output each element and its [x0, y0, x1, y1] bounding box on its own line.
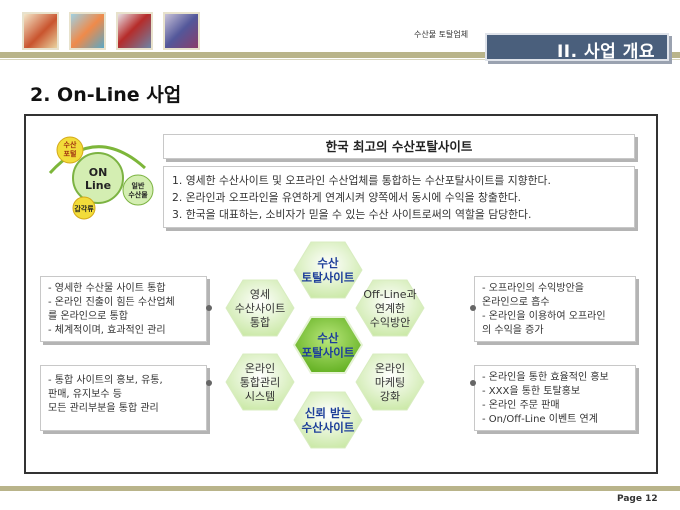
box-top-right-line-4: 의 수익을 증가	[482, 325, 544, 336]
hex-lower-right-label-1: 온라인	[375, 362, 405, 375]
hexagon-diagram: 영세수산사이트통합온라인통합관리시스템Off-Line과연계한수익방안온라인마케…	[206, 241, 476, 449]
connector-dot-bottom-right	[470, 380, 476, 386]
main-point-3: 3. 한국을 대표하는, 소비자가 믿을 수 있는 수산 사이트로써의 역할을 …	[172, 208, 532, 221]
main-title-box: 한국 최고의 수산포탈사이트	[163, 134, 635, 159]
main-point-1: 1. 영세한 수산사이트 및 오프라인 수산업체를 통합하는 수산포탈사이트를 …	[172, 174, 551, 187]
logo-left-circle	[56, 136, 84, 164]
main-points-box: 1. 영세한 수산사이트 및 오프라인 수산업체를 통합하는 수산포탈사이트를 …	[163, 166, 635, 228]
hex-bottom-label-2: 수산사이트	[302, 420, 355, 434]
header-bar	[0, 52, 680, 58]
box-bottom-right-line-1: - 온라인을 통한 효율적인 홍보	[482, 372, 609, 383]
box-top-right-line-3: - 온라인을 이용하여 오프라인	[482, 311, 606, 322]
main-point-2: 2. 온라인과 오프라인을 유연하게 연계시켜 양쪽에서 동시에 수익을 창출한…	[172, 191, 522, 204]
logo-left-label-2: 포털	[64, 149, 77, 158]
hex-upper-left-label-3: 통합	[250, 316, 270, 329]
box-bottom-left-line-2: 판매, 유지보수 등	[48, 389, 122, 400]
box-bottom-right-line-2: - XXX을 통한 토탈홍보	[482, 386, 581, 397]
hex-center-label-1: 수산	[317, 331, 339, 345]
header-photo-4	[163, 12, 200, 50]
hex-lower-left	[225, 353, 295, 411]
hex-top	[293, 241, 363, 299]
box-bottom-left: - 통합 사이트의 홍보, 유통, 판매, 유지보수 등 모든 관리부분을 통합…	[40, 365, 207, 431]
box-bottom-right-line-4: - On/Off-Line 이벤트 연계	[482, 414, 598, 425]
company-name: 수산물 토탈업체	[414, 30, 469, 39]
header-photo-1	[22, 12, 59, 50]
hex-top-label-1: 수산	[317, 256, 339, 270]
hex-upper-left-label-2: 수산사이트	[235, 302, 286, 315]
hex-lower-right-label-2: 마케팅	[375, 376, 405, 389]
header-photo-2	[69, 12, 106, 50]
section-title: II. 사업 개요	[556, 42, 655, 62]
box-top-right-line-2: 온라인으로 흡수	[482, 297, 550, 308]
hex-center	[292, 316, 364, 374]
page-number: Page 12	[617, 494, 658, 504]
logo-bottom-label: 갑각류	[74, 204, 94, 213]
hex-bottom-label-1: 신뢰 받는	[305, 406, 352, 420]
box-top-right-line-1: - 오프라인의 수익방안을	[482, 283, 584, 294]
box-top-left-line-3: 를 온라인으로 통합	[48, 311, 128, 322]
logo-right-circle	[122, 174, 154, 206]
hex-upper-right-label-1: Off-Line과	[363, 288, 416, 301]
box-bottom-right: - 온라인을 통한 효율적인 홍보 - XXX을 통한 토탈홍보 - 온라인 주…	[474, 365, 636, 431]
box-bottom-left-line-3: 모든 관리부분을 통합 관리	[48, 403, 159, 414]
logo-left-label-1: 수산	[64, 140, 77, 149]
box-bottom-right-line-3: - 온라인 주문 판매	[482, 400, 560, 411]
hex-center-label-2: 포탈사이트	[302, 345, 355, 359]
box-top-right: - 오프라인의 수익방안을 온라인으로 흡수 - 온라인을 이용하여 오프라인 …	[474, 276, 636, 342]
hex-upper-left-label-1: 영세	[250, 288, 270, 301]
hex-upper-right	[355, 279, 425, 337]
connector-dot-top-right	[470, 305, 476, 311]
header-divider	[0, 59, 680, 60]
main-title: 한국 최고의 수산포탈사이트	[325, 139, 473, 154]
hex-upper-right-label-3: 수익방안	[370, 316, 410, 329]
hex-lower-left-label-1: 온라인	[245, 362, 275, 375]
box-top-left-line-1: - 영세한 수산물 사이트 통합	[48, 283, 166, 294]
page-heading: 2. On-Line 사업	[30, 84, 182, 106]
logo-right-label-1: 일반	[132, 181, 145, 190]
hex-upper-left	[225, 279, 295, 337]
hex-upper-right-label-2: 연계한	[375, 302, 405, 315]
online-logo-cluster: 수산 포털 ON Line 일반 수산물 갑각류	[48, 136, 154, 220]
logo-center-circle	[72, 152, 124, 204]
connector-dot-bottom-left	[206, 380, 212, 386]
hex-top-label-2: 토탈사이트	[302, 270, 355, 284]
box-top-left-line-4: - 체계적이며, 효과적인 관리	[48, 325, 166, 336]
header-photo-3	[116, 12, 153, 50]
hex-labels: 영세수산사이트통합온라인통합관리시스템Off-Line과연계한수익방안온라인마케…	[235, 256, 417, 435]
logo-arc	[48, 145, 147, 175]
connector-dot-top-left	[206, 305, 212, 311]
section-title-bar: II. 사업 개요	[485, 33, 669, 62]
hex-lower-right-label-3: 강화	[380, 390, 400, 403]
footer-bar	[0, 486, 680, 491]
hex-lower-right	[355, 353, 425, 411]
logo-right-label-2: 수산물	[128, 190, 148, 199]
logo-center-label-2: Line	[85, 179, 111, 192]
logo-center-label-1: ON	[89, 166, 108, 179]
box-top-left-line-2: - 온라인 진출이 힘든 수산업체	[48, 297, 175, 308]
hex-lower-left-label-2: 통합관리	[240, 376, 280, 389]
hex-lower-left-label-3: 시스템	[245, 390, 275, 403]
hex-bottom	[293, 391, 363, 449]
box-top-left: - 영세한 수산물 사이트 통합 - 온라인 진출이 힘든 수산업체 를 온라인…	[40, 276, 207, 342]
box-bottom-left-line-1: - 통합 사이트의 홍보, 유통,	[48, 375, 163, 386]
logo-bottom-circle	[72, 196, 96, 220]
